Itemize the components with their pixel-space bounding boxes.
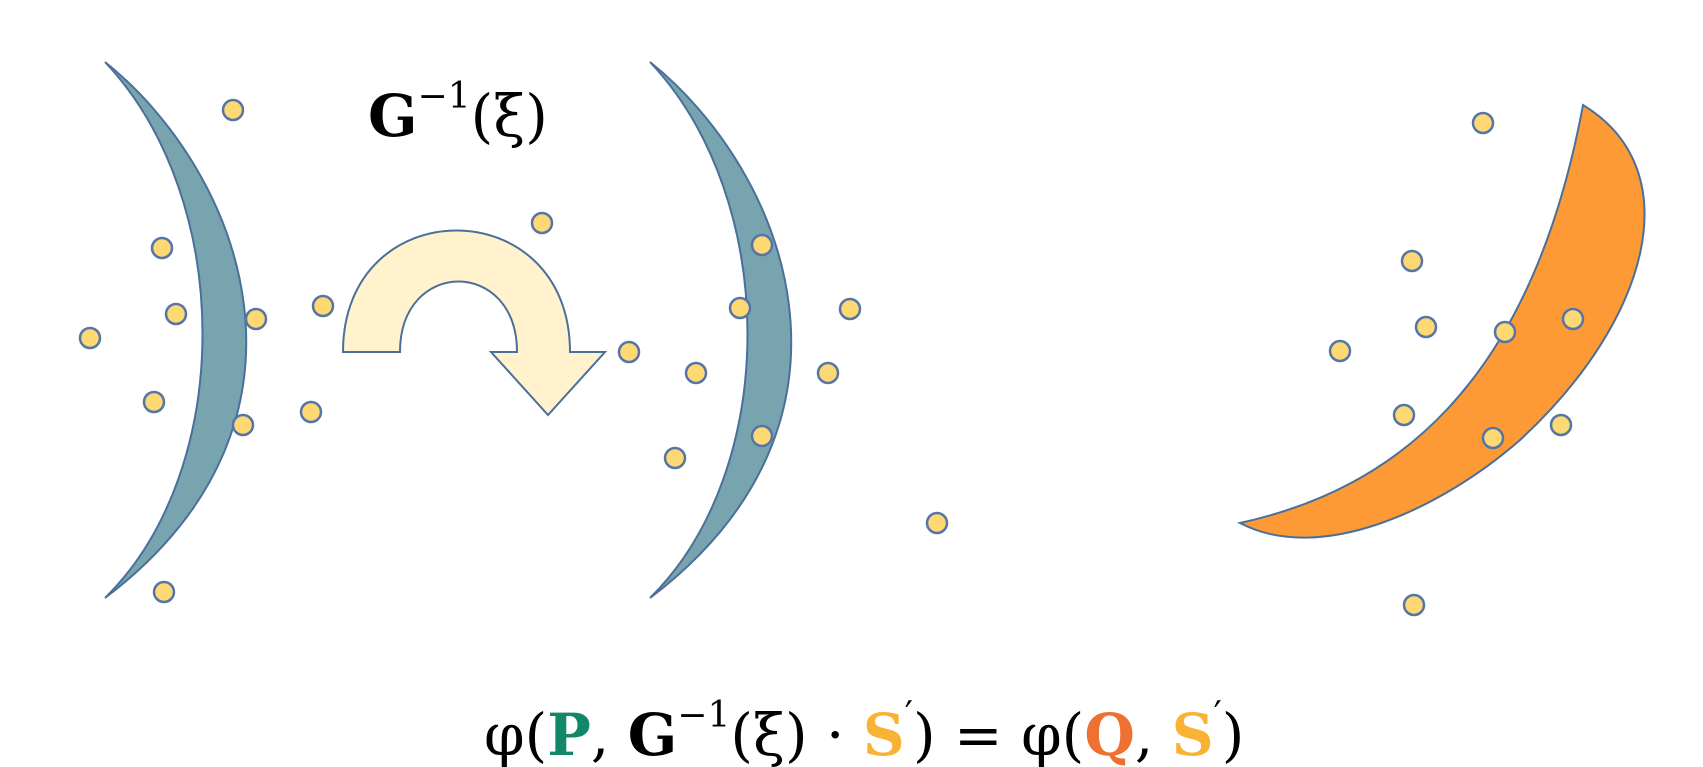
source-crescent-left [104, 61, 248, 599]
transform-arrow [341, 229, 608, 417]
point [750, 424, 774, 448]
eq-close: ) [1222, 701, 1245, 767]
point [142, 390, 166, 414]
point [311, 294, 335, 318]
eq-Q: Q [1084, 701, 1135, 767]
point [750, 233, 774, 257]
point [164, 302, 188, 326]
point [816, 361, 840, 385]
point [684, 361, 708, 385]
point [299, 400, 323, 424]
eq-S-prime-1: S [863, 701, 905, 767]
eq-G: G [628, 701, 678, 767]
eq-prime-2: ′ [1214, 695, 1222, 736]
eq-P: P [547, 701, 591, 767]
eq-equals: ) = φ( [913, 701, 1084, 767]
point [1549, 413, 1573, 437]
label-G: G [368, 82, 418, 150]
point [1328, 339, 1352, 363]
label-exponent: −1 [418, 76, 471, 117]
point [838, 297, 862, 321]
point [1414, 315, 1438, 339]
point [728, 296, 752, 320]
eq-argument: (ξ) · [730, 701, 863, 767]
source-crescent-middle [649, 61, 793, 599]
point [152, 580, 176, 604]
point [530, 211, 554, 235]
point [1402, 593, 1426, 617]
point [221, 98, 245, 122]
point [150, 236, 174, 260]
point [1392, 403, 1416, 427]
eq-S-prime-2: S [1172, 701, 1214, 767]
point [925, 511, 949, 535]
eq-phi-open: φ( [484, 701, 547, 767]
point-set-left [78, 98, 335, 604]
point [663, 446, 687, 470]
eq-comma-2: , [1135, 701, 1172, 767]
equation: φ(P, G−1(ξ) · S′) = φ(Q, S′) [484, 695, 1244, 767]
point [231, 413, 255, 437]
point [1471, 111, 1495, 135]
point [1481, 426, 1505, 450]
point [1561, 307, 1585, 331]
point [617, 340, 641, 364]
eq-exponent: −1 [677, 695, 730, 736]
transform-label: G−1(ξ) [368, 76, 548, 150]
eq-prime-1: ′ [905, 695, 913, 736]
point-set-right [1328, 111, 1585, 617]
point [1493, 320, 1517, 344]
point-set-middle [530, 211, 949, 535]
label-argument: (ξ) [471, 82, 548, 150]
eq-comma: , [591, 701, 628, 767]
point [78, 326, 102, 350]
point [244, 307, 268, 331]
point [1400, 249, 1424, 273]
